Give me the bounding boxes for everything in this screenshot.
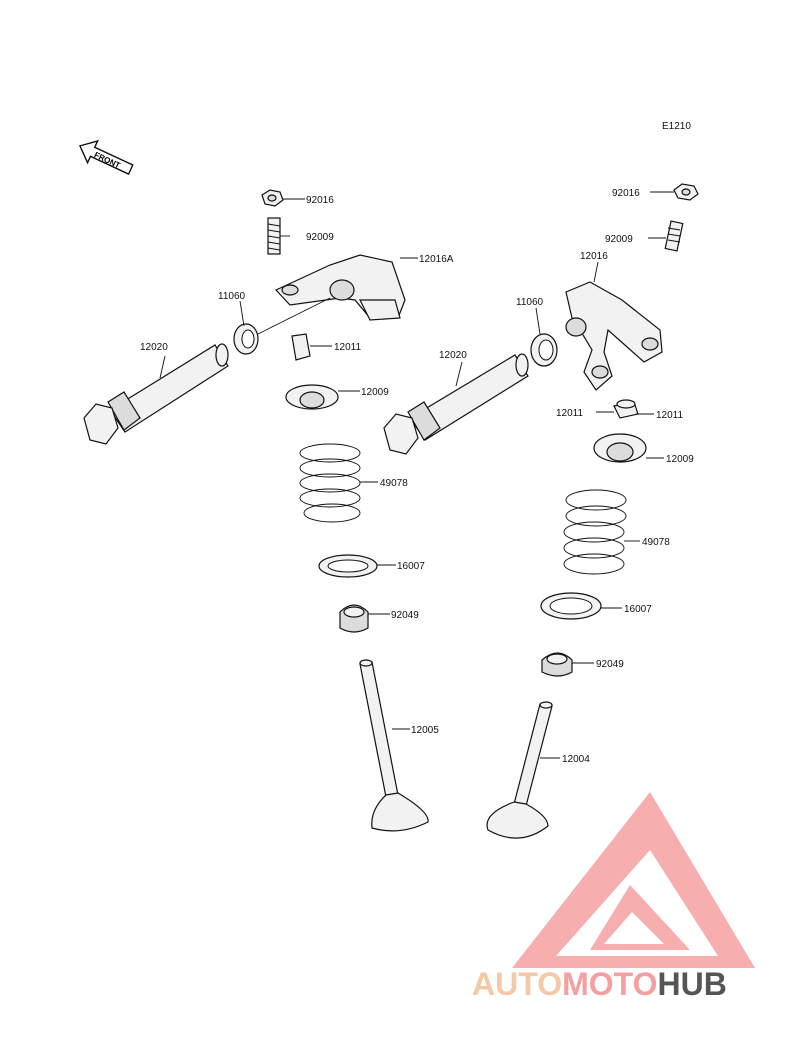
label-92049-left: 92049 [391,610,419,621]
valve-exhaust [359,659,429,832]
label-92009-right: 92009 [605,234,633,245]
watermark-text: AUTOMOTOHUB [472,966,727,1002]
label-49078-right: 49078 [642,537,670,548]
valve-intake [486,701,553,839]
label-12011-right-2: 12011 [656,410,684,421]
rocker-arm-right [565,281,663,391]
front-arrow-icon: FRONT [78,139,134,176]
watermark-hub: HUB [657,966,726,1002]
collet-left [291,333,311,361]
label-12011-left: 12011 [334,342,362,353]
watermark-auto: AUTO [472,966,562,1002]
collet-right [613,399,639,419]
nut-right [673,183,699,201]
rocker-arm-left [274,254,406,321]
label-12004: 12004 [562,754,590,765]
retainer-left [285,384,339,410]
label-16007-right: 16007 [624,604,652,615]
label-12005: 12005 [411,725,439,736]
oil-seal-right [541,652,573,677]
label-12016A: 12016A [419,254,454,265]
adjust-screw-right [664,220,684,252]
adjust-screw-left [267,217,281,255]
watermark-moto: MOTO [562,966,657,1002]
label-92016-left: 92016 [306,195,334,206]
label-11060-left: 11060 [218,291,246,302]
seat-left [318,554,378,578]
label-12009-left: 12009 [361,387,389,398]
label-12020-left: 12020 [140,342,168,353]
washer-right [530,333,558,367]
retainer-right [593,433,647,463]
watermark-logo-icon [512,792,755,968]
label-92016-right: 92016 [612,188,640,199]
washer-left [233,323,259,355]
oil-seal-left [339,604,369,633]
seat-right [540,592,602,620]
spring-right [563,489,627,575]
rocker-shaft-left [83,343,229,445]
label-92049-right: 92049 [596,659,624,670]
label-12011-right-1: 12011 [556,408,584,419]
label-12020-right: 12020 [439,350,467,361]
label-12016: 12016 [580,251,608,262]
label-12009-right: 12009 [666,454,694,465]
nut-left [261,189,284,207]
label-49078-left: 49078 [380,478,408,489]
rocker-shaft-right [383,353,529,455]
diagram-code: E1210 [662,121,691,132]
label-16007-left: 16007 [397,561,425,572]
spring-left [299,443,361,523]
label-11060-right: 11060 [516,297,544,308]
label-92009-left: 92009 [306,232,334,243]
